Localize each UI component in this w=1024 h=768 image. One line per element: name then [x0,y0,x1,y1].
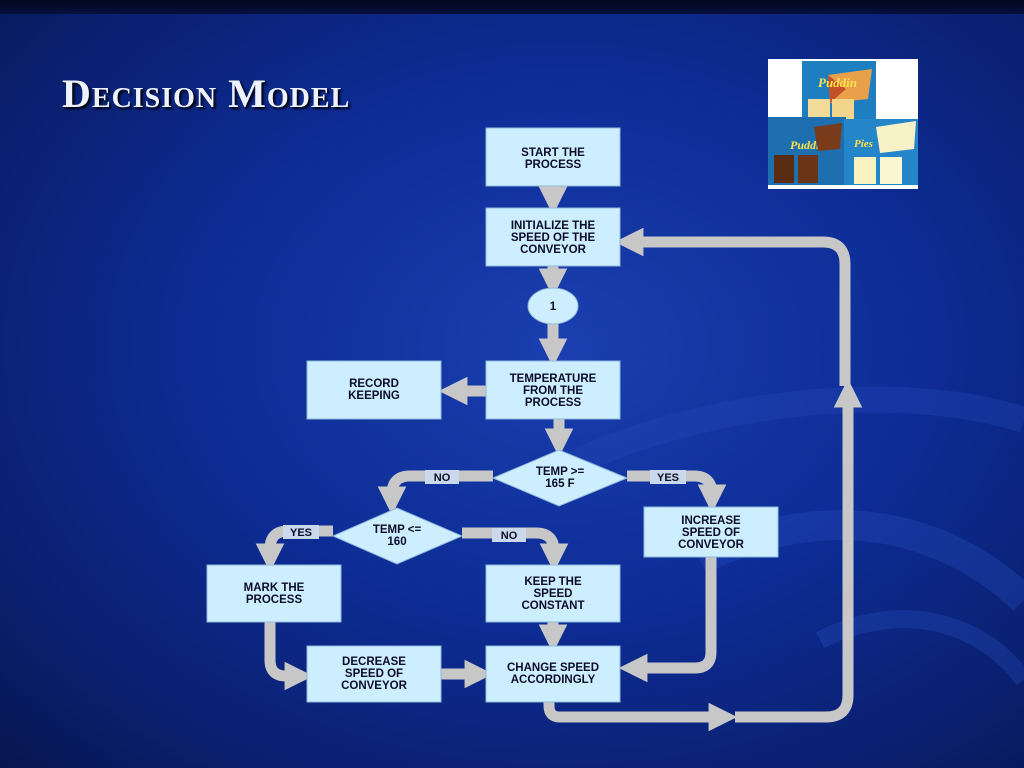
svg-text:KEEP THE: KEEP THE [524,576,582,588]
svg-text:Puddin: Puddin [818,75,857,90]
node-mark-process: MARK THE PROCESS [206,564,342,623]
edge-label-no-1: NO [434,472,451,484]
node-temperature: TEMPERATURE FROM THE PROCESS [485,360,621,420]
edge-d165-to-d160 [377,470,493,516]
node-decision-160: TEMP <= 160 [331,507,464,565]
svg-text:CONVEYOR: CONVEYOR [520,244,587,256]
svg-text:START THE: START THE [521,147,585,159]
svg-text:TEMPERATURE: TEMPERATURE [510,373,597,385]
svg-text:SPEED: SPEED [534,588,573,600]
node-record-keeping: RECORD KEEPING [306,360,442,420]
svg-text:SPEED OF: SPEED OF [345,668,403,680]
product-photo: Puddin Puddin Pies [768,59,918,189]
slide-title: Decision Model [62,71,351,116]
node-init: INITIALIZE THE SPEED OF THE CONVEYOR [485,207,621,267]
edge-d160-to-keep [462,527,569,573]
svg-text:Pies: Pies [854,138,873,150]
svg-text:PROCESS: PROCESS [525,397,582,409]
node-decision-165: TEMP >= 165 F [491,449,629,507]
svg-text:DECREASE: DECREASE [342,656,406,668]
svg-text:KEEPING: KEEPING [348,390,400,402]
svg-text:165 F: 165 F [545,478,574,490]
edge-change-to-init [543,700,738,732]
edge-label-yes-1: YES [657,472,679,484]
svg-text:CHANGE SPEED: CHANGE SPEED [507,662,599,674]
svg-text:160: 160 [387,536,406,548]
svg-text:CONVEYOR: CONVEYOR [678,539,745,551]
svg-text:CONSTANT: CONSTANT [521,600,584,612]
svg-text:PROCESS: PROCESS [246,594,303,606]
svg-text:CONVEYOR: CONVEYOR [341,680,408,692]
svg-text:SPEED OF THE: SPEED OF THE [511,232,596,244]
node-start: START THE PROCESS [485,127,621,187]
svg-text:INCREASE: INCREASE [681,515,741,527]
svg-text:INITIALIZE THE: INITIALIZE THE [511,220,596,232]
svg-text:RECORD: RECORD [349,378,399,390]
svg-text:PROCESS: PROCESS [525,159,582,171]
svg-text:TEMP >=: TEMP >= [536,466,585,478]
node-decrease-speed: DECREASE SPEED OF CONVEYOR [306,645,442,703]
node-keep-speed: KEEP THE SPEED CONSTANT [485,564,621,623]
node-connector-1: 1 [527,287,579,325]
node-increase-speed: INCREASE SPEED OF CONVEYOR [643,506,779,558]
edge-d165-to-increase [627,470,727,514]
node-change-speed: CHANGE SPEED ACCORDINGLY [485,645,621,703]
svg-text:ACCORDINGLY: ACCORDINGLY [511,674,596,686]
edge-increase-to-change [618,557,717,683]
edge-label-no-2: NO [501,530,518,542]
svg-text:MARK THE: MARK THE [244,582,305,594]
top-band [0,0,1024,14]
svg-text:SPEED OF: SPEED OF [682,527,740,539]
edge-mark-to-decrease [264,622,314,691]
edge-loop-top [614,227,851,386]
svg-text:FROM THE: FROM THE [523,385,583,397]
edge-label-yes-2: YES [290,527,312,539]
edge-loop-return [735,378,863,723]
svg-text:TEMP <=: TEMP <= [373,524,422,536]
svg-text:1: 1 [550,301,557,313]
